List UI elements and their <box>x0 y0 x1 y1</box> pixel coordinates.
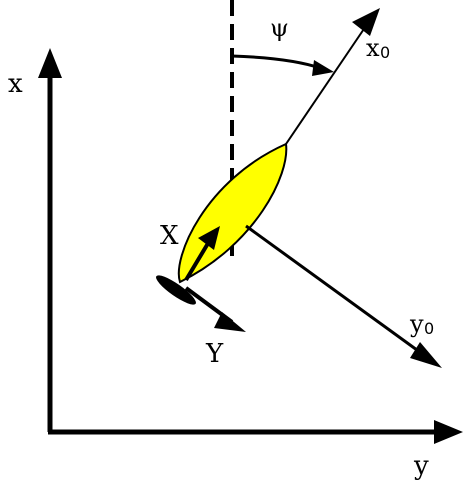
body-x0-axis-arrowhead <box>352 8 380 36</box>
rudder-shape <box>156 275 196 305</box>
heading-angle-arc <box>231 54 321 70</box>
axis-y0-label: y <box>409 310 424 338</box>
earth-x-label: x <box>8 69 23 99</box>
axis-x0-label: x <box>366 34 380 62</box>
earth-y-axis-arrowhead <box>434 420 463 444</box>
force-y-arrowhead <box>214 312 246 332</box>
earth-x-axis-arrowhead <box>38 48 62 78</box>
body-y0-axis <box>245 224 429 360</box>
body-x0-axis <box>285 19 371 145</box>
heading-angle-arrowhead <box>312 60 334 76</box>
force-y-label: Y <box>205 339 224 369</box>
force-x-arrow <box>184 238 212 282</box>
earth-y-label: y <box>413 451 429 481</box>
body-y0-axis-arrowhead <box>410 342 442 368</box>
force-x-label: X <box>160 221 179 251</box>
rudder <box>156 275 196 305</box>
earth-frame-axes <box>38 48 463 444</box>
force-x-arrowhead <box>198 226 220 250</box>
heading-angle-label: ψ <box>270 14 289 42</box>
axis-y0-subscript: 0 <box>424 319 434 338</box>
axis-x0-subscript: 0 <box>380 43 390 62</box>
